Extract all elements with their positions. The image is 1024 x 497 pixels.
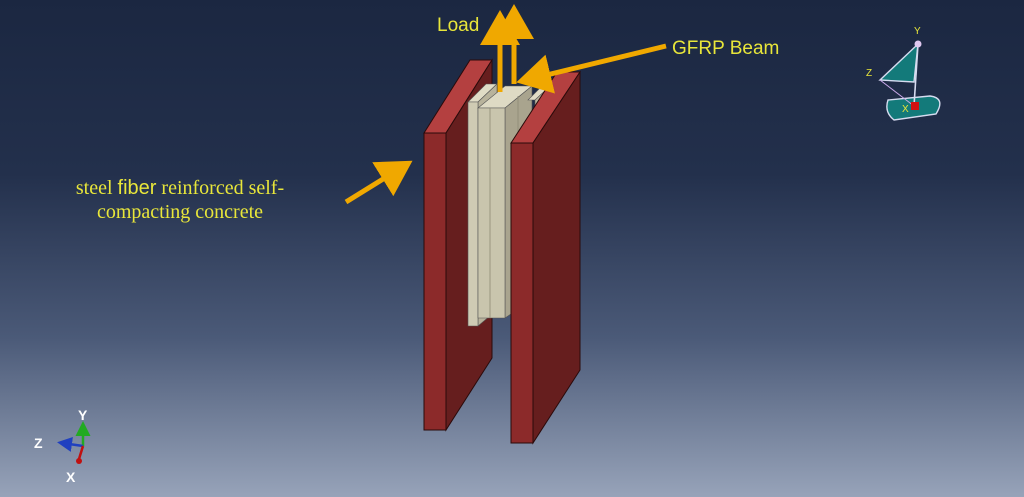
triad-y-label: Y	[78, 407, 88, 423]
triad-z-label: Z	[34, 435, 43, 451]
view-cube-x-label: X	[902, 104, 909, 115]
concrete-label: steel fiber reinforced self- compacting …	[40, 176, 320, 224]
coordinate-triad: Y Z X	[34, 407, 91, 485]
gfrp-pointer-arrow	[516, 43, 667, 94]
concrete-label-line-2: compacting concrete	[96, 201, 264, 223]
right-concrete-slab	[510, 70, 581, 445]
concrete-label-part-2: reinforced self-	[156, 177, 285, 199]
triad-x-label: X	[66, 469, 76, 485]
load-label: Load	[437, 15, 480, 36]
view-cube-z-label: Z	[866, 68, 872, 79]
view-cube[interactable]: Y Z X	[866, 26, 941, 121]
view-cube-y-label: Y	[914, 26, 921, 37]
concrete-pointer-arrow	[344, 160, 413, 205]
concrete-label-fiber: fiber	[117, 177, 157, 199]
concrete-label-part-1: steel	[75, 177, 118, 199]
load-arrows	[480, 4, 534, 92]
gfrp-beam-label: GFRP Beam	[672, 38, 780, 59]
